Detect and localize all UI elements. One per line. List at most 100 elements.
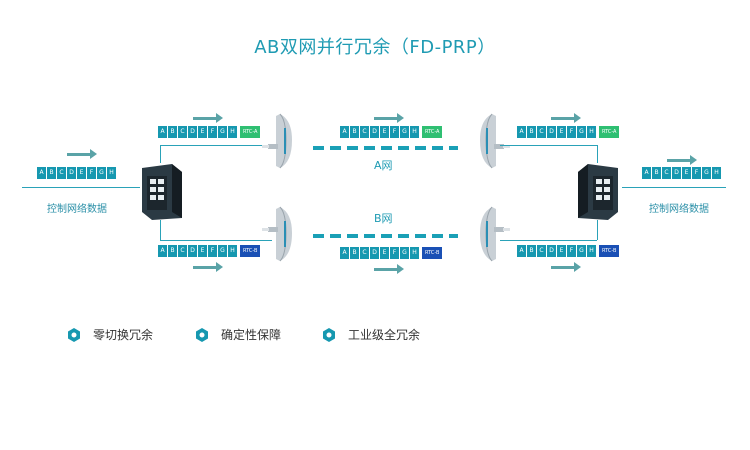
packet-cell: G [218, 245, 227, 257]
arrow-right-icon [551, 113, 581, 123]
packet-cell: A [517, 245, 526, 257]
packet-cell: F [208, 126, 217, 138]
packet-cell: G [702, 167, 711, 179]
link-left-bottom-vertical [160, 220, 161, 240]
link-left-top-vertical [160, 145, 161, 163]
control-data-label-right: 控制网络数据 [649, 204, 709, 215]
packet-cell: G [577, 126, 586, 138]
output-link-right [622, 187, 726, 188]
feature-label: 零切换冗余 [93, 328, 154, 342]
arrow-right-icon [67, 149, 97, 159]
link-right-top-vertical [597, 145, 598, 163]
packet-cell: F [692, 167, 701, 179]
packet-cell: H [228, 126, 237, 138]
redundancy-tag: RTC-A [240, 126, 261, 138]
packet-cell: C [537, 245, 546, 257]
antenna-icon [262, 113, 292, 169]
packet-cell: H [410, 126, 419, 138]
packet-cell: H [587, 126, 596, 138]
link-right-bottom [500, 240, 597, 241]
hexagon-bullet-icon [68, 327, 80, 342]
packet-cell: A [158, 126, 167, 138]
packet-cell: B [527, 126, 536, 138]
packet-cell: E [380, 247, 389, 259]
redundancy-tag: RTC-B [240, 245, 261, 257]
packet-cell: E [77, 167, 86, 179]
packet-cell: F [567, 245, 576, 257]
feature-label: 确定性保障 [221, 328, 282, 342]
packet-cell: B [527, 245, 536, 257]
packet-cell: E [198, 245, 207, 257]
packet-cell: E [380, 126, 389, 138]
packet-cell: B [47, 167, 56, 179]
packet-cell: B [652, 167, 661, 179]
redundancy-tag: RTC-A [599, 126, 620, 138]
redundancy-tag: RTC-A [422, 126, 443, 138]
industrial-switch-icon [142, 164, 182, 220]
hexagon-bullet-icon [323, 327, 335, 342]
link-left-bottom [160, 240, 272, 241]
packet-cell: B [168, 245, 177, 257]
packet-cell: F [390, 247, 399, 259]
packet-cell: D [188, 126, 197, 138]
network-b-label: B网 [374, 212, 393, 225]
feature-item: 工业级全冗余 [322, 326, 420, 343]
packet-cell: G [218, 126, 227, 138]
packet-cell: E [198, 126, 207, 138]
packet-cell: D [188, 245, 197, 257]
packet-cell: H [107, 167, 116, 179]
feature-label: 工业级全冗余 [348, 328, 421, 342]
packet-cell: C [662, 167, 671, 179]
packet-cell: D [547, 245, 556, 257]
industrial-switch-icon [578, 164, 618, 220]
packet-cell: D [672, 167, 681, 179]
packet-cell: B [168, 126, 177, 138]
packet-cell: C [178, 126, 187, 138]
redundancy-tag: RTC-B [422, 247, 443, 259]
packet-cell: D [370, 126, 379, 138]
packet-cell: C [360, 247, 369, 259]
arrow-right-icon [193, 262, 223, 272]
wireless-link-b [313, 234, 458, 238]
packet-cell: G [577, 245, 586, 257]
packet-cell: A [517, 126, 526, 138]
packet-cell: B [350, 126, 359, 138]
packet-cell: G [97, 167, 106, 179]
packet-cell: D [370, 247, 379, 259]
page-title: AB双网并行冗余（FD-PRP） [254, 37, 496, 58]
packet-cell: A [340, 247, 349, 259]
packet-cell: A [340, 126, 349, 138]
packet-cell: F [87, 167, 96, 179]
wireless-link-a [313, 146, 458, 150]
packet-cell: C [360, 126, 369, 138]
packet-cell: F [208, 245, 217, 257]
packet-cell: F [567, 126, 576, 138]
packet-cell: A [642, 167, 651, 179]
arrow-right-icon [374, 113, 404, 123]
feature-item: 零切换冗余 [67, 326, 153, 343]
arrow-right-icon [193, 113, 223, 123]
packet-cell: C [178, 245, 187, 257]
packet-cell: G [400, 247, 409, 259]
link-right-bottom-vertical [597, 220, 598, 240]
link-left-top [160, 145, 272, 146]
packet-cell: E [682, 167, 691, 179]
packet-cell: C [537, 126, 546, 138]
packet-cell: F [390, 126, 399, 138]
packet-cell: D [547, 126, 556, 138]
input-link-left [22, 187, 140, 188]
packet-cell: H [587, 245, 596, 257]
link-right-top [500, 145, 597, 146]
antenna-icon [480, 113, 510, 169]
packet-cell: E [557, 245, 566, 257]
packet-cell: D [67, 167, 76, 179]
control-data-label-left: 控制网络数据 [47, 204, 107, 215]
